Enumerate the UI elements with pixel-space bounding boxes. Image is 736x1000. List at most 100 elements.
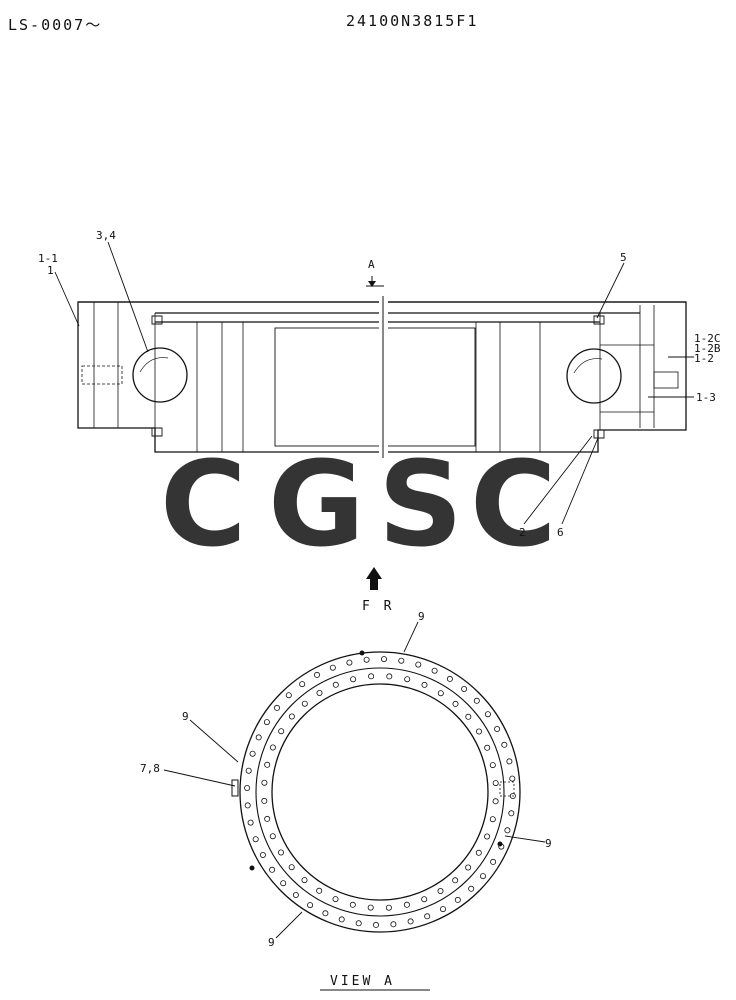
leader-9-top xyxy=(403,621,419,653)
callout-a: A xyxy=(368,258,375,271)
outer-bolt-hole xyxy=(363,656,370,663)
inner-window xyxy=(274,327,476,447)
leader-6 xyxy=(561,437,599,525)
grease-point-top xyxy=(359,650,365,656)
inner-bolt-hole xyxy=(332,681,339,688)
outer-bolt-hole xyxy=(454,896,461,903)
watermark-letter-c2: C xyxy=(470,435,557,573)
inner-bolt-hole xyxy=(269,833,276,840)
inner-bolt-hole xyxy=(492,780,499,787)
outer-bolt-holes xyxy=(244,656,516,928)
inner-bolt-hole xyxy=(316,887,323,894)
seal-right-top xyxy=(593,315,605,325)
outer-bolt-hole xyxy=(322,910,329,917)
watermark: C G S C xyxy=(160,435,557,573)
inner-bolt-hole xyxy=(350,676,357,683)
ball-right xyxy=(566,348,622,404)
outer-bolt-hole xyxy=(338,916,345,923)
ring-lug xyxy=(231,779,239,797)
outer-bolt-hole xyxy=(461,686,468,693)
callout-9-right: 9 xyxy=(545,837,552,850)
leader-9-bottom xyxy=(275,911,303,939)
ring-plug-hidden xyxy=(499,781,515,797)
outer-bolt-hole xyxy=(329,664,336,671)
inner-bolt-hole xyxy=(475,728,482,735)
view-a-arrow-head xyxy=(368,281,376,287)
ball-left-highlight xyxy=(139,357,169,373)
callout-1-1: 1-1 xyxy=(38,252,58,265)
inner-bolt-hole xyxy=(349,901,356,908)
outer-bolt-hole xyxy=(484,711,491,718)
inner-bolt-hole xyxy=(421,896,428,903)
view-a-caption: VIEW A xyxy=(330,974,395,989)
outer-bolt-hole xyxy=(285,692,292,699)
drawing-code-left: LS-0007～ xyxy=(8,16,103,34)
outer-bolt-hole xyxy=(407,918,414,925)
outer-bolt-hole xyxy=(299,681,306,688)
fr-arrow-icon xyxy=(366,567,382,590)
inner-bolt-hole xyxy=(489,816,496,823)
outer-bolt-hole xyxy=(346,659,353,666)
seal-left-top xyxy=(151,315,163,325)
inner-bolt-hole xyxy=(385,904,392,911)
inner-bolt-hole xyxy=(269,744,276,751)
leader-1 xyxy=(54,271,80,327)
outer-bolt-hole xyxy=(506,758,513,765)
inner-bolt-hole xyxy=(437,888,444,895)
callout-5: 5 xyxy=(620,251,627,264)
outer-bolt-hole xyxy=(415,661,422,668)
side-view xyxy=(77,301,687,453)
inner-bolt-hole xyxy=(301,877,308,884)
inner-bolt-hole xyxy=(465,864,472,871)
inner-bolt-hole xyxy=(404,676,411,683)
inner-bolt-hole xyxy=(437,690,444,697)
outer-bolt-hole xyxy=(473,697,480,704)
callout-3-4: 3,4 xyxy=(96,229,116,242)
callout-fr: F R xyxy=(362,599,394,614)
outer-bolt-hole xyxy=(292,892,299,899)
outer-bolt-hole xyxy=(439,906,446,913)
view-a-ring xyxy=(231,650,521,933)
right-bolt-slot xyxy=(653,371,679,389)
outer-bolt-hole xyxy=(263,719,270,726)
ball-left xyxy=(132,347,188,403)
inner-bolt-hole xyxy=(368,673,375,680)
outer-bolt-hole xyxy=(446,675,453,682)
outer-bolt-hole xyxy=(398,657,405,664)
seal-right-bottom xyxy=(593,429,605,439)
inner-bolt-hole xyxy=(492,798,499,805)
inner-bolt-hole xyxy=(484,744,491,751)
inner-bolt-hole xyxy=(301,700,308,707)
outer-bolt-hole xyxy=(501,741,508,748)
inner-bolt-holes xyxy=(261,673,499,911)
watermark-letter-s: S xyxy=(378,435,463,573)
watermark-letter-c1: C xyxy=(160,435,247,573)
outer-bolt-hole xyxy=(494,726,501,733)
outer-bolt-hole xyxy=(509,793,516,800)
outer-bolt-hole xyxy=(508,810,515,817)
outer-bolt-hole xyxy=(504,827,511,834)
inner-bolt-hole xyxy=(465,713,472,720)
callout-1-2c: 1-2C xyxy=(694,332,721,345)
inner-bolt-hole xyxy=(277,849,284,856)
outer-bolt-hole xyxy=(273,704,280,711)
inner-bolt-hole xyxy=(261,779,268,786)
outer-bolt-hole xyxy=(269,866,276,873)
leader-3-4 xyxy=(107,241,149,353)
inner-bolt-hole xyxy=(367,904,374,911)
callout-1-3: 1-3 xyxy=(696,391,716,404)
leader-2 xyxy=(523,435,593,525)
outer-bolt-hole xyxy=(244,785,251,792)
inner-bolt-hole xyxy=(264,761,271,768)
inner-bolt-hole xyxy=(288,713,295,720)
ring-inner-circle xyxy=(271,683,489,901)
leader-9-right xyxy=(504,835,546,843)
bearing-outline xyxy=(77,301,687,453)
outer-bolt-hole xyxy=(247,819,254,826)
inner-bolt-hole xyxy=(475,849,482,856)
outer-bolt-hole xyxy=(313,671,320,678)
inner-bolt-hole xyxy=(452,877,459,884)
callout-7-8: 7,8 xyxy=(140,762,160,775)
